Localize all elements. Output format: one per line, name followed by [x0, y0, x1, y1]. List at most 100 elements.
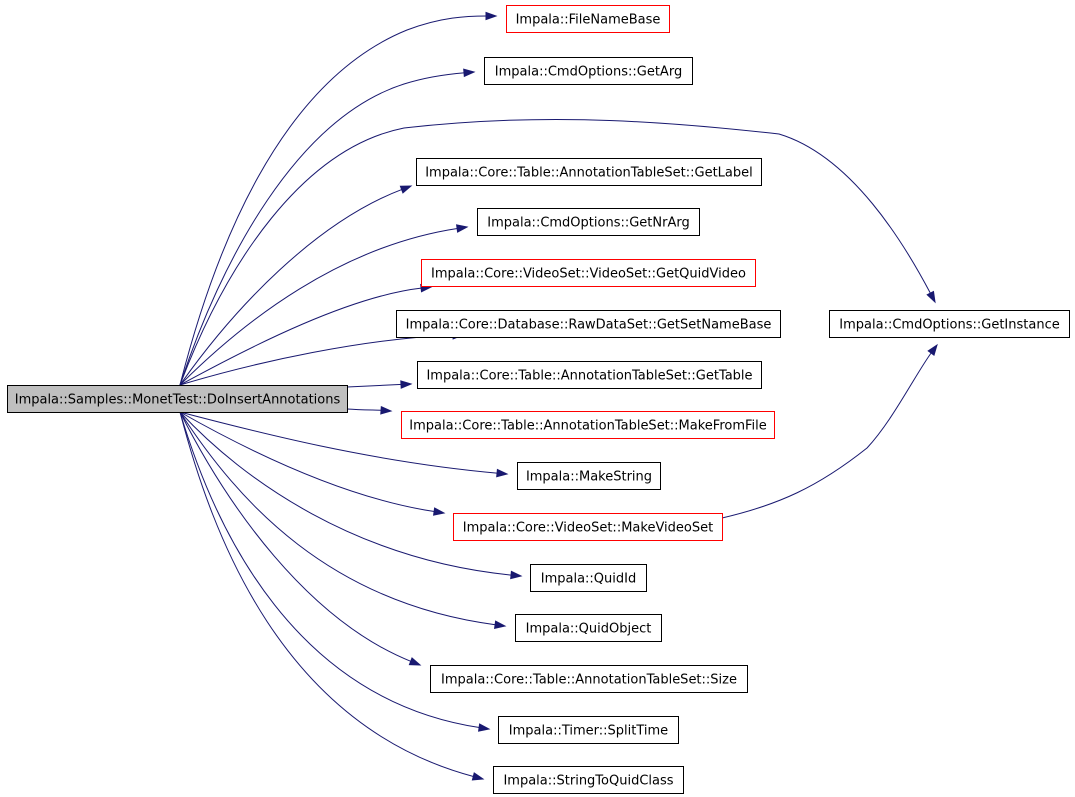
- node-box: [416, 158, 762, 186]
- node-getarg[interactable]: Impala::CmdOptions::GetArg: [484, 57, 693, 85]
- edge-root-to-size: [179, 411, 422, 666]
- arrowhead-icon: [399, 185, 413, 194]
- edge-line: [179, 334, 455, 386]
- node-label: Impala::QuidObject: [526, 622, 652, 637]
- node-box: [453, 513, 723, 541]
- node-size[interactable]: Impala::Core::Table::AnnotationTableSet:…: [430, 665, 748, 693]
- node-box: [7, 385, 348, 413]
- node-label: Impala::Core::Table::AnnotationTableSet:…: [426, 369, 752, 384]
- edge-root-to-getarg: [179, 68, 476, 386]
- node-label: Impala::Core::Table::AnnotationTableSet:…: [409, 419, 767, 434]
- node-gettable[interactable]: Impala::Core::Table::AnnotationTableSet:…: [417, 361, 762, 389]
- node-makefromfile[interactable]: Impala::Core::Table::AnnotationTableSet:…: [401, 411, 775, 439]
- edge-root-to-getinstance: [179, 118, 936, 386]
- node-box: [430, 665, 748, 693]
- node-label: Impala::CmdOptions::GetArg: [495, 65, 682, 80]
- arrowhead-icon: [400, 380, 413, 389]
- edge-line: [179, 411, 412, 663]
- arrowhead-icon: [494, 620, 507, 629]
- node-label: Impala::Core::Table::AnnotationTableSet:…: [441, 673, 737, 688]
- arrowhead-icon: [456, 224, 469, 233]
- edge-root-to-quidobject: [179, 411, 507, 629]
- node-makestring[interactable]: Impala::MakeString: [517, 462, 661, 490]
- arrowhead-icon: [408, 657, 422, 666]
- node-box: [517, 462, 661, 490]
- node-label: Impala::Samples::MonetTest::DoInsertAnno…: [15, 393, 341, 408]
- nodes-layer: Impala::Samples::MonetTest::DoInsertAnno…: [7, 5, 1070, 794]
- node-getinstance[interactable]: Impala::CmdOptions::GetInstance: [829, 310, 1070, 338]
- node-box: [401, 411, 775, 439]
- edge-root-to-stringtoquidclass: [179, 411, 485, 781]
- node-makevideoset[interactable]: Impala::Core::VideoSet::MakeVideoSet: [453, 513, 723, 541]
- edge-line: [179, 411, 475, 778]
- node-label: Impala::CmdOptions::GetNrArg: [487, 216, 689, 231]
- edge-line: [179, 118, 932, 386]
- edge-root-to-getquidvideo: [179, 283, 433, 386]
- node-filenamebase[interactable]: Impala::FileNameBase: [506, 5, 670, 33]
- node-stringtoquidclass[interactable]: Impala::StringToQuidClass: [493, 766, 684, 794]
- arrowhead-icon: [927, 343, 938, 357]
- edge-line: [179, 227, 459, 386]
- edge-root-to-makefromfile: [346, 405, 393, 415]
- node-label: Impala::Core::VideoSet::VideoSet::GetQui…: [431, 267, 746, 282]
- node-getnrarg[interactable]: Impala::CmdOptions::GetNrArg: [477, 208, 700, 236]
- edge-line: [179, 72, 466, 386]
- node-box: [484, 57, 693, 85]
- node-label: Impala::MakeString: [526, 470, 652, 485]
- node-box: [515, 614, 662, 642]
- edge-line: [179, 411, 481, 729]
- node-label: Impala::Core::Database::RawDataSet::GetS…: [406, 318, 772, 333]
- edges-layer: [179, 11, 938, 781]
- node-label: Impala::Timer::SplitTime: [509, 724, 668, 739]
- arrowhead-icon: [478, 723, 491, 732]
- arrowhead-icon: [485, 11, 498, 21]
- edge-line: [179, 287, 423, 386]
- arrowhead-icon: [926, 290, 936, 304]
- edge-line: [179, 188, 403, 386]
- node-box: [396, 310, 781, 338]
- node-box: [417, 361, 762, 389]
- node-getsetnamebase[interactable]: Impala::Core::Database::RawDataSet::GetS…: [396, 310, 781, 338]
- node-label: Impala::CmdOptions::GetInstance: [839, 318, 1059, 333]
- node-quidid[interactable]: Impala::QuidId: [530, 564, 647, 592]
- edge-root-to-getnrarg: [179, 224, 469, 386]
- edge-line: [346, 383, 403, 388]
- edge-root-to-quidid: [179, 411, 523, 580]
- arrowhead-icon: [433, 507, 446, 516]
- node-getlabel[interactable]: Impala::Core::Table::AnnotationTableSet:…: [416, 158, 762, 186]
- arrowhead-icon: [496, 468, 509, 478]
- edge-line: [179, 411, 436, 513]
- node-box: [506, 5, 670, 33]
- edge-line: [179, 411, 497, 626]
- node-box: [493, 766, 684, 794]
- edge-line: [721, 351, 933, 519]
- node-label: Impala::Core::Table::AnnotationTableSet:…: [425, 166, 753, 181]
- node-getquidvideo[interactable]: Impala::Core::VideoSet::VideoSet::GetQui…: [421, 259, 756, 287]
- node-quidobject[interactable]: Impala::QuidObject: [515, 614, 662, 642]
- edge-line: [346, 408, 383, 411]
- node-box: [530, 564, 647, 592]
- edge-root-to-makevideoset: [179, 411, 446, 516]
- node-label: Impala::StringToQuidClass: [503, 774, 673, 789]
- node-box: [421, 259, 756, 287]
- edge-root-to-filenamebase: [179, 11, 498, 386]
- edge-root-to-makestring: [179, 411, 509, 478]
- node-label: Impala::FileNameBase: [516, 13, 661, 28]
- edge-line: [179, 411, 513, 576]
- node-box: [477, 208, 700, 236]
- edge-root-to-gettable: [346, 380, 413, 389]
- edge-root-to-splittime: [179, 411, 491, 732]
- node-root: Impala::Samples::MonetTest::DoInsertAnno…: [7, 385, 348, 413]
- node-label: Impala::Core::VideoSet::MakeVideoSet: [463, 521, 713, 536]
- node-splittime[interactable]: Impala::Timer::SplitTime: [498, 716, 679, 744]
- arrowhead-icon: [380, 405, 393, 415]
- edge-line: [179, 15, 488, 386]
- edge-makevideoset-to-getinstance: [721, 343, 938, 519]
- node-label: Impala::QuidId: [541, 572, 636, 587]
- node-box: [829, 310, 1070, 338]
- arrowhead-icon: [463, 68, 476, 78]
- edge-line: [179, 411, 499, 474]
- arrowhead-icon: [471, 772, 485, 781]
- edge-root-to-getlabel: [179, 185, 413, 386]
- arrowhead-icon: [510, 570, 523, 580]
